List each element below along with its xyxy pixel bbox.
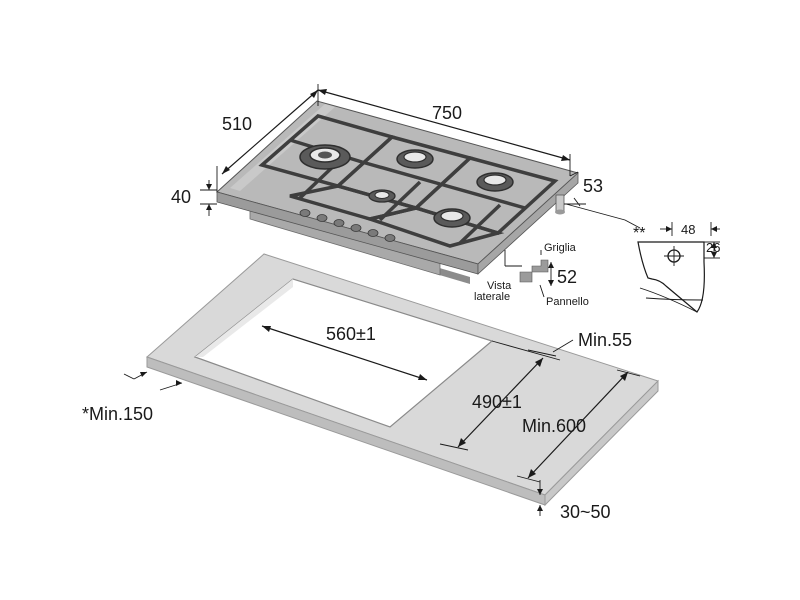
dim-height-40: 40 — [171, 187, 191, 207]
burner-rear-right — [476, 172, 514, 192]
dim-min-55: Min.55 — [578, 330, 632, 350]
burner-front-right — [433, 208, 471, 228]
countertop-side-edge — [544, 379, 659, 507]
dim-thickness: 30~50 — [560, 502, 611, 522]
knob-icon — [350, 224, 362, 232]
dim-52: 52 — [557, 267, 577, 287]
dim-48: 48 — [681, 222, 695, 237]
hob-dimensions: 750 510 40 53 — [171, 84, 641, 229]
cutout-dimensions: 560±1 490±1 Min.600 Min.55 *Min.150 — [82, 324, 641, 522]
connector-detail: ** 48 26 — [633, 222, 720, 313]
hob-top-plate — [215, 100, 580, 265]
side-view-detail: Griglia 52 Vista laterale Pannello — [474, 242, 589, 308]
burner-front-center — [368, 189, 396, 203]
hob-side-edge — [477, 172, 579, 275]
knob-icon — [367, 229, 379, 237]
gas-hob — [215, 100, 580, 284]
gas-connector — [555, 194, 565, 215]
dim-min-600: Min.600 — [522, 416, 586, 436]
dim-cutout-width: 560±1 — [326, 324, 376, 344]
knob-icon — [384, 234, 396, 242]
label-stars: ** — [633, 225, 645, 242]
knob-icon — [333, 219, 345, 227]
label-laterale: laterale — [474, 291, 510, 303]
burner-wok — [299, 144, 351, 170]
knob-icon — [299, 209, 311, 217]
label-pannello: Pannello — [546, 296, 589, 308]
dim-26: 26 — [706, 240, 720, 255]
burner-rear-center — [396, 149, 434, 169]
dim-min-150: *Min.150 — [82, 404, 153, 424]
dim-width-750: 750 — [432, 103, 462, 123]
label-vista: Vista — [487, 280, 512, 292]
dim-depth-510: 510 — [222, 114, 252, 134]
cutout-inner-wall — [195, 279, 293, 357]
dim-cutout-depth: 490±1 — [472, 392, 522, 412]
panel-profile — [519, 259, 549, 283]
countertop — [146, 253, 659, 507]
knob-icon — [316, 214, 328, 222]
label-griglia: Griglia — [544, 242, 577, 254]
dim-offset-53: 53 — [583, 176, 603, 196]
control-knobs — [299, 209, 396, 242]
